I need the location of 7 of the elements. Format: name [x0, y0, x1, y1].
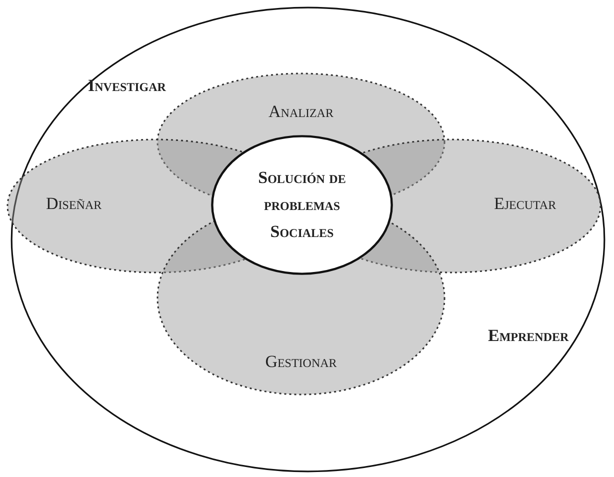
node-label: Diseñar — [46, 194, 102, 214]
node-label: Analizar — [268, 102, 334, 122]
heading-text: Solución de problemas Sociales — [257, 167, 347, 243]
node-label: Ejecutar — [494, 194, 556, 214]
heading-text: Emprender — [488, 326, 569, 346]
heading-text: Investigar — [88, 76, 166, 96]
node-label: Gestionar — [265, 352, 337, 372]
